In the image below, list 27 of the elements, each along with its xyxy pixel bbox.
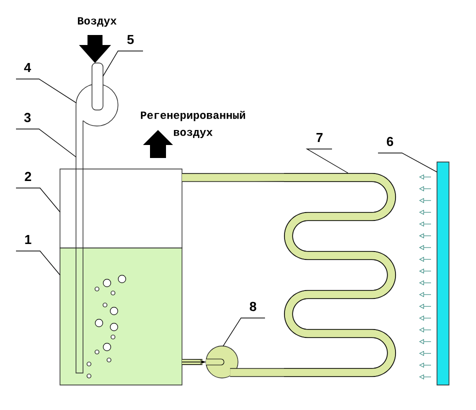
inlet-tube	[92, 62, 104, 110]
leader-line	[16, 250, 60, 276]
leader-line	[378, 152, 438, 172]
pipe	[230, 368, 284, 377]
tank-headspace	[60, 168, 182, 248]
flow-label: Воздух	[78, 17, 117, 27]
liquid	[60, 248, 182, 386]
leader-line	[102, 50, 144, 76]
callout-number: 2	[24, 172, 32, 181]
pipe	[182, 173, 284, 182]
coil-pipe	[284, 173, 396, 377]
leader-line	[16, 128, 76, 158]
leader-line	[222, 318, 266, 346]
leader-line	[306, 148, 348, 174]
flow-label: Регенерированный воздух	[140, 110, 246, 138]
plate	[436, 162, 450, 386]
callout-number: 3	[24, 112, 31, 122]
leader-line	[16, 188, 60, 212]
pump-circle	[206, 346, 238, 378]
callout-number: 5	[127, 35, 134, 44]
callout-number: 6	[386, 136, 394, 146]
callout-number: 8	[250, 302, 256, 312]
callout-number: 1	[25, 235, 32, 244]
tube	[76, 104, 84, 374]
leader-line	[16, 78, 76, 104]
callout-number: 4	[24, 63, 32, 72]
callout-number: 7	[316, 133, 323, 142]
